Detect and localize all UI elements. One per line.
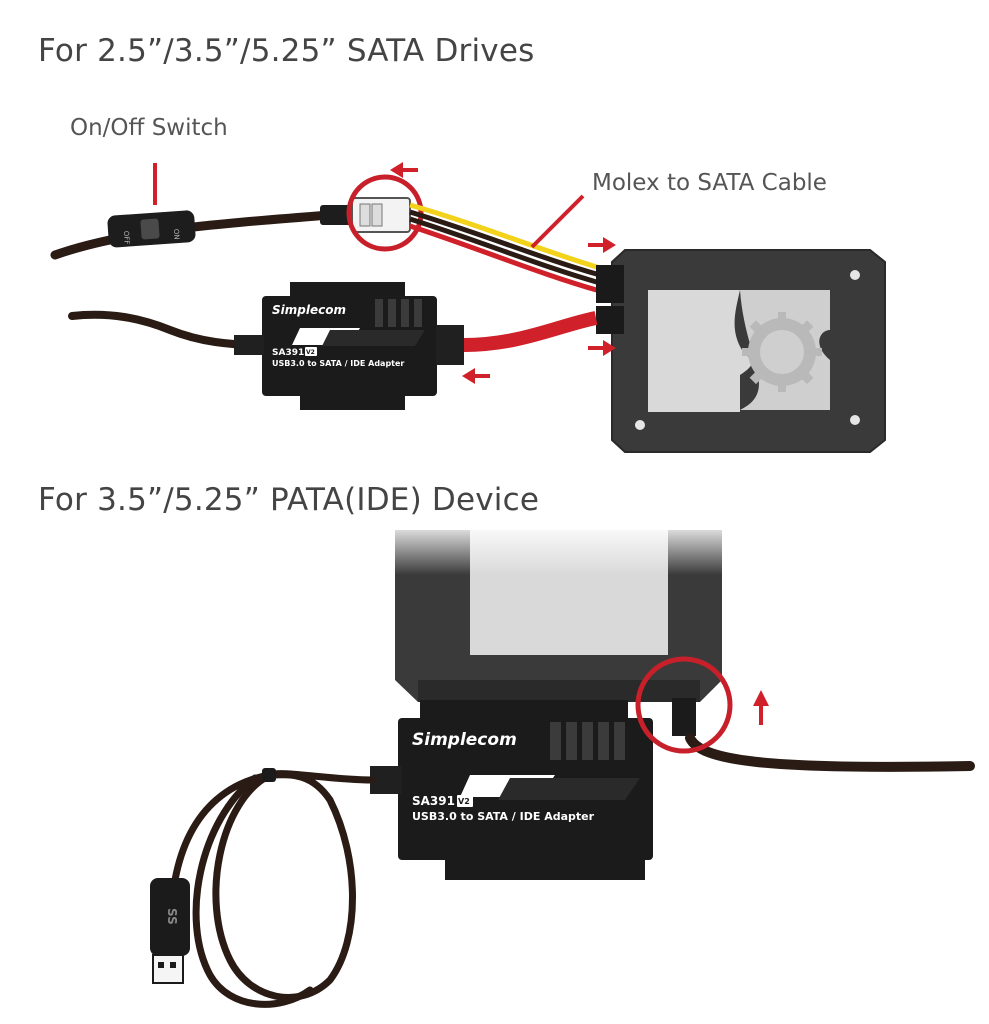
adapter-bottom-brand: Simplecom bbox=[412, 730, 517, 750]
usb-cable-loop bbox=[166, 770, 376, 1008]
molex-pointer-line bbox=[530, 194, 585, 249]
label-molex-to-sata-cable: Molex to SATA Cable bbox=[592, 170, 827, 196]
label-on-off-switch: On/Off Switch bbox=[70, 115, 228, 141]
adapter-bottom-version-badge bbox=[457, 795, 473, 807]
adapter-bottom bbox=[370, 700, 653, 880]
drive-fade-overlay bbox=[390, 520, 730, 630]
power-cable bbox=[50, 208, 355, 260]
heading-sata-drives: For 2.5”/3.5”/5.25” SATA Drives bbox=[38, 33, 535, 69]
adapter-top bbox=[234, 282, 464, 410]
molex-connector bbox=[351, 197, 411, 233]
hard-drive bbox=[596, 249, 886, 453]
molex-to-sata-wires bbox=[409, 202, 601, 294]
usb-a-plug bbox=[150, 878, 190, 984]
arrow-left-icon bbox=[390, 162, 418, 178]
adapter-top-version: V2 bbox=[306, 349, 315, 356]
adapter-top-description: USB3.0 to SATA / IDE Adapter bbox=[272, 359, 404, 368]
gear-icon bbox=[742, 312, 822, 392]
highlight-circle-icon bbox=[635, 656, 733, 754]
adapter-bottom-version: V2 bbox=[458, 797, 470, 806]
heading-pata-device: For 3.5”/5.25” PATA(IDE) Device bbox=[38, 482, 540, 518]
cable-clip bbox=[262, 768, 276, 782]
arrow-right-icon bbox=[588, 340, 616, 356]
adapter-bottom-description: USB3.0 to SATA / IDE Adapter bbox=[412, 810, 595, 823]
adapter-top-model: SA391 bbox=[272, 348, 304, 358]
usb-cable-top bbox=[68, 310, 266, 349]
switch-off-label: OFF bbox=[122, 231, 131, 245]
on-off-switch: OFF ON bbox=[107, 210, 196, 248]
adapter-bottom-model: SA391 bbox=[412, 794, 455, 808]
power-plug-bottom bbox=[672, 698, 696, 736]
switch-on-label: ON bbox=[172, 229, 181, 240]
arrow-up-icon bbox=[753, 690, 769, 725]
arrow-left-icon bbox=[462, 368, 490, 384]
sata-data-cable bbox=[463, 311, 598, 352]
arrow-right-icon bbox=[588, 237, 616, 253]
adapter-top-version-badge bbox=[305, 347, 317, 356]
usb-ss-logo: SS bbox=[165, 908, 179, 925]
adapter-top-brand: Simplecom bbox=[272, 303, 346, 317]
power-cable-bottom bbox=[685, 733, 975, 772]
